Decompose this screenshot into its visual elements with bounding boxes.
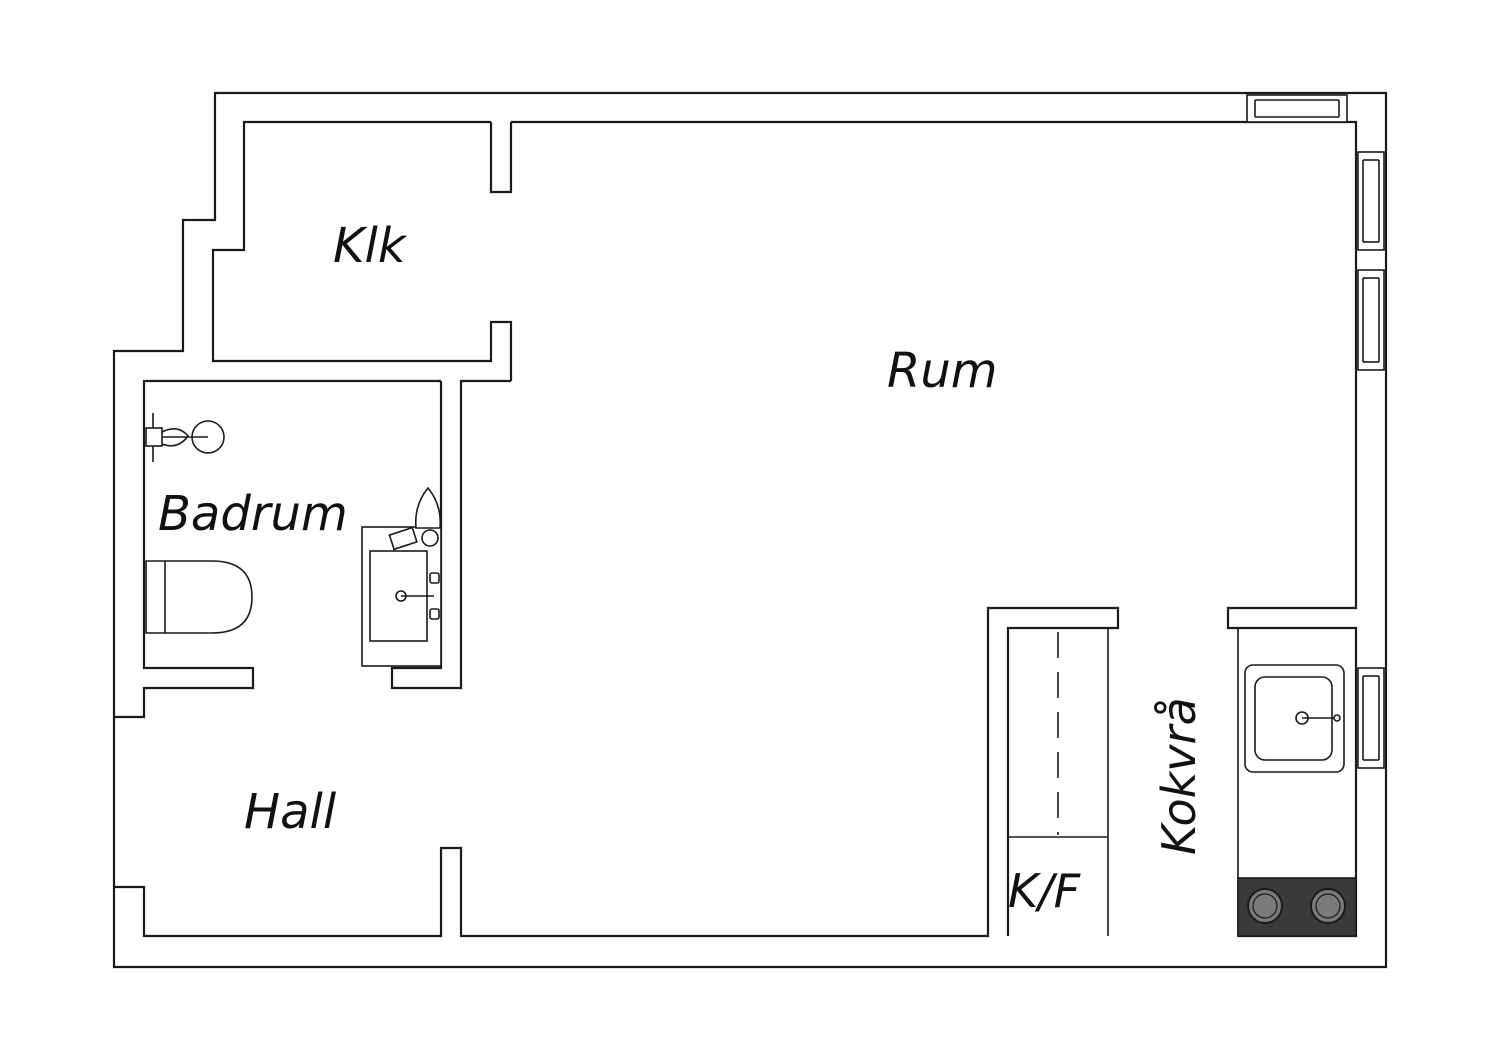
klk-door-jamb — [489, 122, 513, 194]
room-label-hall: Hall — [244, 784, 337, 840]
window-icon — [1357, 269, 1385, 371]
klk-wall — [211, 120, 513, 381]
room-label-klk: Klk — [333, 218, 408, 274]
kitchen-sink-icon — [1244, 664, 1345, 773]
room-label-kf: K/F — [1008, 864, 1081, 918]
outer-wall — [112, 91, 1388, 969]
badrum-right-wall — [390, 379, 511, 690]
room-label-kokvra: Kokvrå — [1152, 697, 1206, 855]
room-label-badrum: Badrum — [158, 486, 348, 542]
toilet-icon — [145, 560, 253, 634]
rum-wall — [511, 120, 1358, 938]
kf-counter — [1008, 627, 1109, 936]
window-icon — [1357, 151, 1385, 251]
hall-wall — [114, 606, 1120, 938]
window-icon — [1357, 667, 1385, 769]
sink-icon — [361, 486, 442, 667]
stove-icon — [1237, 877, 1357, 937]
window-icon — [1246, 94, 1348, 123]
badrum-wall — [114, 379, 441, 719]
shower-icon — [145, 413, 225, 462]
room-label-rum: Rum — [887, 343, 998, 399]
